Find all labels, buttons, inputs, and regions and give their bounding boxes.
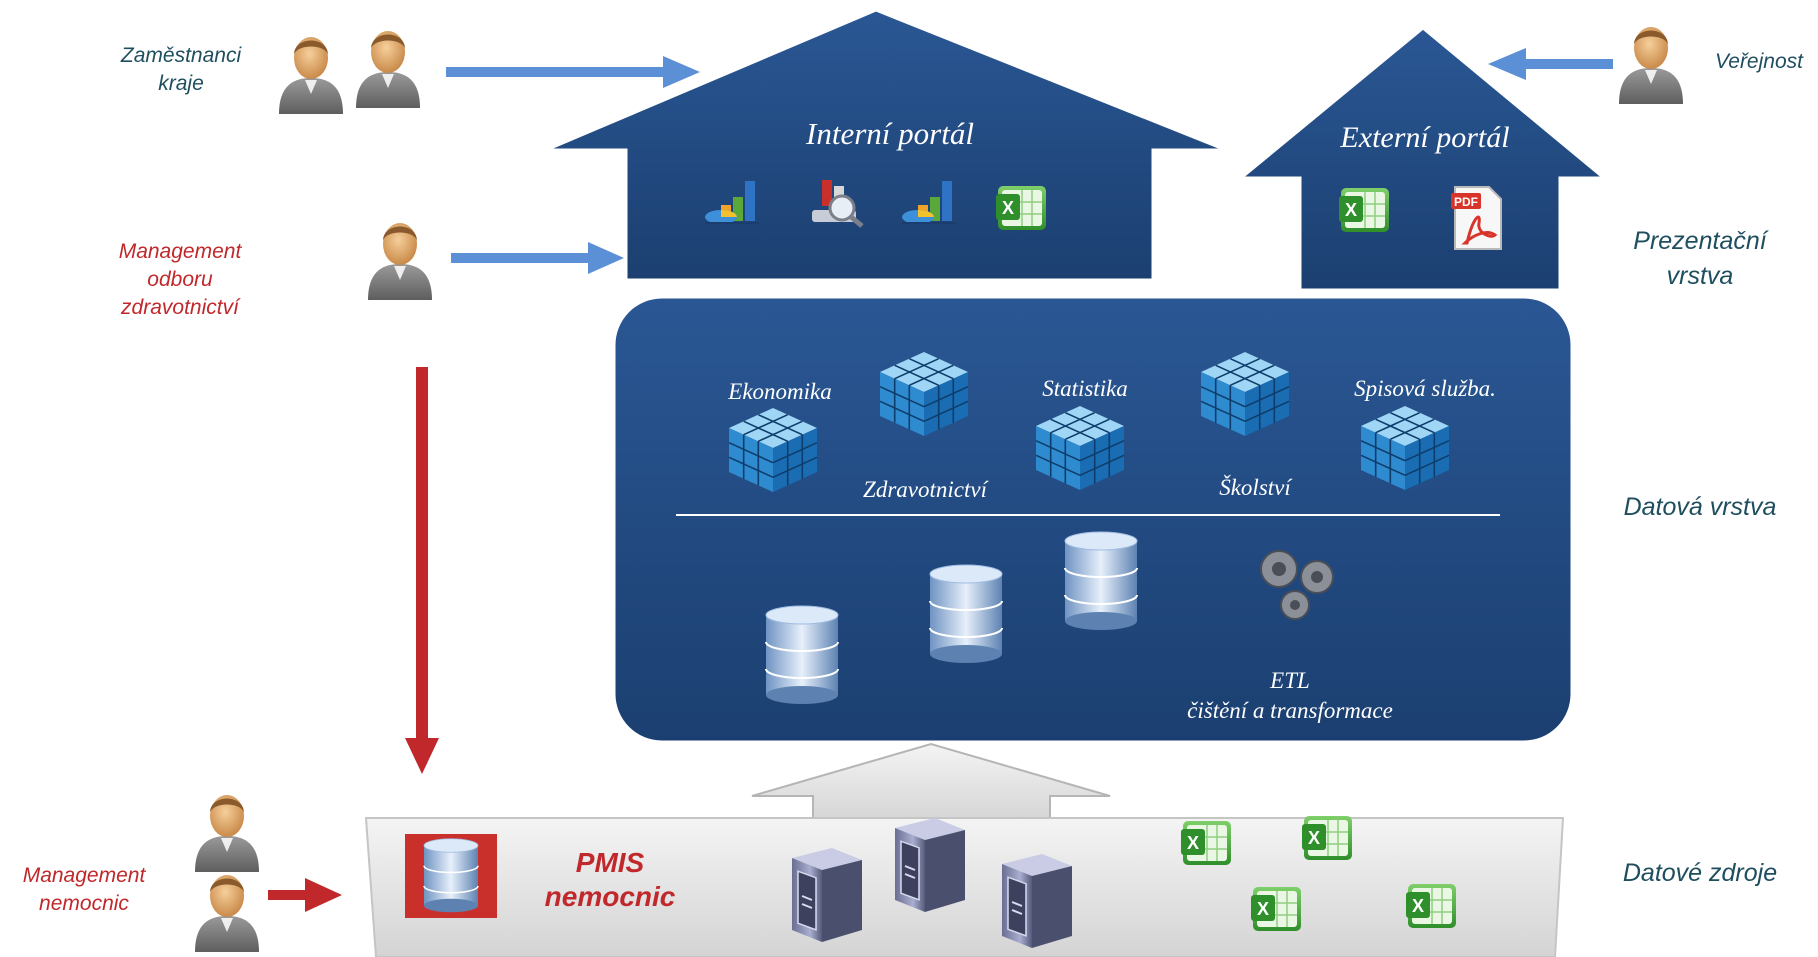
pdf-icon: PDF <box>1451 186 1502 250</box>
data-sources-label: Datové zdroje <box>1622 859 1778 887</box>
health-management-label: Management odboru zdravotnictví <box>118 240 242 319</box>
svg-text:PDF: PDF <box>1454 195 1478 209</box>
health-management-arrow <box>451 242 624 274</box>
sources-to-data-arrow <box>751 742 1111 825</box>
cube-label-skolstvi: Školství <box>1219 475 1291 500</box>
person-icon <box>279 37 343 114</box>
person-icon <box>195 795 259 872</box>
hospital-management-arrow <box>268 878 342 912</box>
etl-subtitle: čištění a transformace <box>1187 698 1393 723</box>
internal-portal-title: Interní portál <box>806 116 974 151</box>
server-icon <box>791 847 863 943</box>
public-label: Veřejnost <box>1715 50 1803 73</box>
cube-label-ekonomika: Ekonomika <box>728 379 832 404</box>
excel-icon <box>1250 886 1302 932</box>
pmis-title-line1: PMIS <box>575 847 645 878</box>
analysis-icon <box>812 180 864 228</box>
pmis-database-icon <box>405 834 497 918</box>
excel-icon <box>995 185 1047 231</box>
data-layer-panel <box>612 295 1574 744</box>
external-portal-house <box>1236 26 1609 292</box>
pmis-title-line2: nemocnic <box>544 881 676 912</box>
data-layer-label: Datová vrstva <box>1623 493 1777 521</box>
excel-icon <box>1180 820 1232 866</box>
employees-arrow <box>446 56 700 88</box>
server-icon <box>894 817 966 913</box>
public-arrow <box>1488 48 1613 80</box>
excel-icon <box>1338 187 1390 233</box>
person-icon <box>356 31 420 108</box>
external-portal-title: Externí portál <box>1340 121 1510 154</box>
person-icon <box>1619 27 1683 104</box>
database-icon <box>765 605 839 705</box>
gears-icon <box>1260 550 1334 620</box>
employees-label: Zaměstnanci kraje <box>120 44 242 95</box>
excel-icon <box>1405 883 1457 929</box>
database-icon <box>929 564 1003 664</box>
cube-label-statistika: Statistika <box>1042 376 1128 401</box>
excel-icon <box>1301 815 1353 861</box>
etl-title: ETL <box>1270 668 1310 693</box>
management-down-arrow <box>405 367 439 774</box>
database-icon <box>1064 531 1138 631</box>
person-icon <box>195 875 259 952</box>
cube-label-zdravotnictvi: Zdravotnictví <box>863 477 987 502</box>
person-icon <box>368 223 432 300</box>
presentation-layer-label: Prezentační vrstva <box>1633 227 1767 290</box>
server-icon <box>1001 853 1073 949</box>
hospital-management-label: Management nemocnic <box>22 864 146 915</box>
cube-label-spisova-sluzba: Spisová služba. <box>1354 376 1496 401</box>
